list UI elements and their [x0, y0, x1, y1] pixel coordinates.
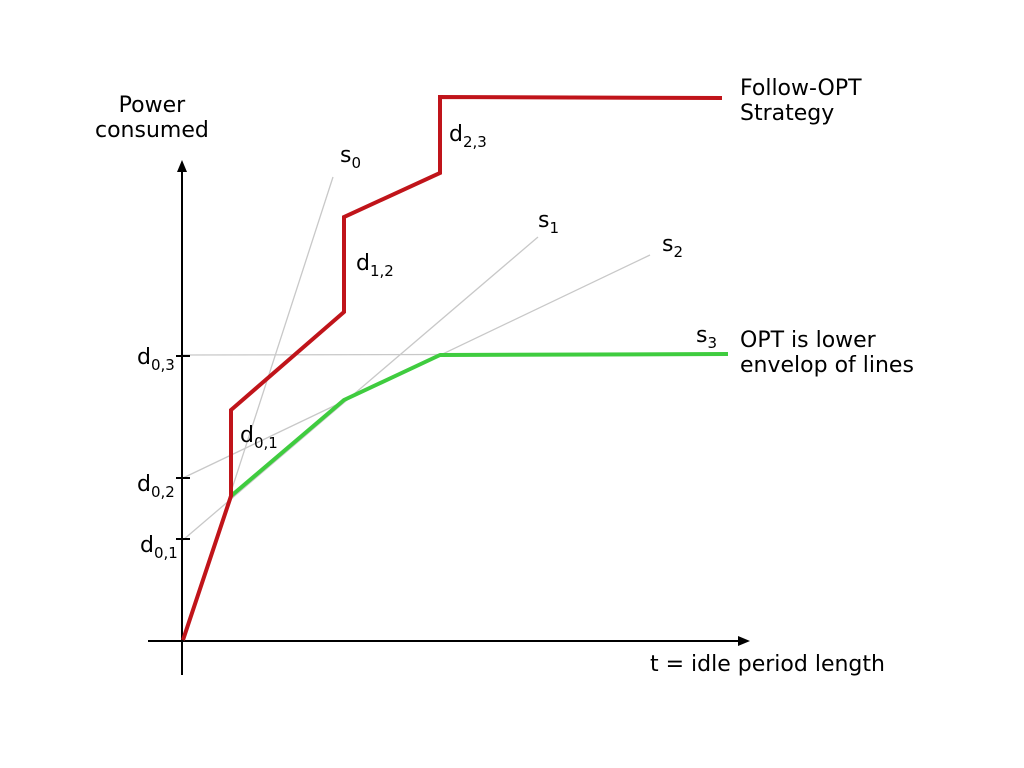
label-jump-d01: d0,1 — [240, 423, 278, 452]
tick-label-d01: d0,1 — [140, 533, 178, 562]
follow-opt-label: Follow-OPT Strategy — [740, 76, 862, 127]
label-s3: s3 — [696, 323, 718, 352]
tick-label-d02: d0,2 — [137, 472, 175, 501]
label-s2: s2 — [662, 232, 684, 261]
label-s1: s1 — [538, 208, 560, 237]
line-s1 — [182, 236, 539, 541]
follow-opt-curve — [181, 94, 723, 641]
tick-label-d03: d0,3 — [137, 345, 175, 374]
label-jump-d12: d1,2 — [356, 251, 394, 280]
opt-label: OPT is lower envelop of lines — [740, 328, 914, 379]
y-axis-title: Power consumed — [95, 93, 209, 144]
opt-envelope — [229, 352, 729, 498]
label-s0: s0 — [340, 143, 362, 172]
label-jump-d23: d2,3 — [449, 122, 487, 151]
y-axis-arrow — [177, 160, 187, 172]
x-axis-arrow — [738, 636, 750, 646]
x-axis-title: t = idle period length — [650, 652, 885, 677]
